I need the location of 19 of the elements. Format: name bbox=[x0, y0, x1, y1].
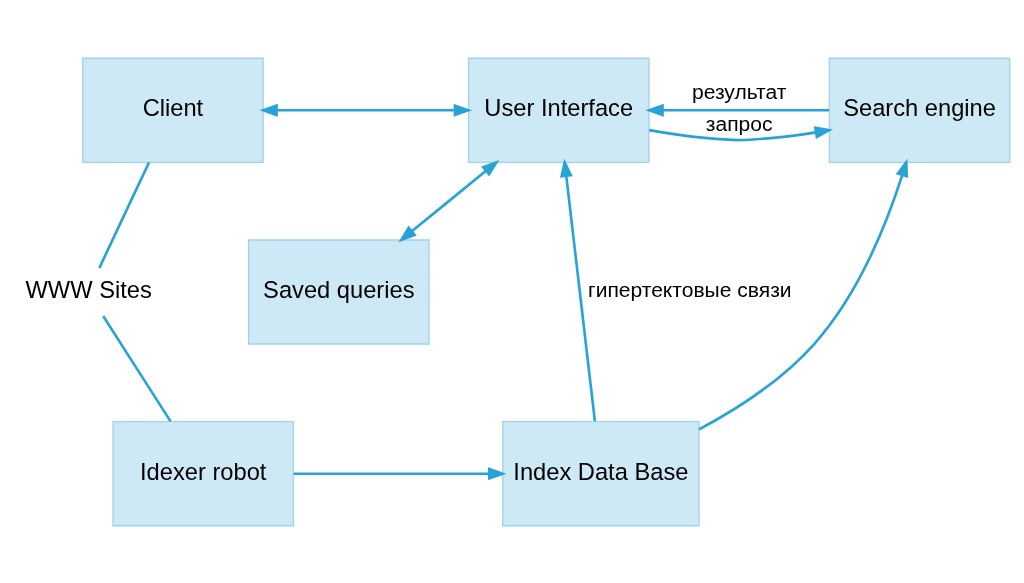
node-box: Search engine bbox=[828, 57, 1011, 163]
arrow bbox=[698, 158, 909, 431]
edge-label: запрос bbox=[705, 111, 773, 135]
connector bbox=[98, 161, 151, 268]
arrow bbox=[559, 158, 597, 421]
arrow bbox=[293, 466, 507, 480]
connector bbox=[102, 314, 172, 422]
arrow bbox=[398, 159, 500, 242]
edge-label: результат bbox=[691, 79, 787, 103]
edge-label: гипертектовые связи bbox=[587, 277, 792, 301]
arrow bbox=[649, 125, 833, 141]
arrow bbox=[645, 103, 829, 117]
node-box: Saved queries bbox=[248, 238, 430, 345]
node-text: WWW Sites bbox=[25, 276, 152, 303]
node-box: Idexer robot bbox=[112, 420, 295, 526]
arrow bbox=[259, 103, 473, 117]
node-box: Client bbox=[82, 57, 264, 163]
node-box: User Interface bbox=[467, 57, 650, 163]
node-box: Index Data Base bbox=[502, 420, 700, 526]
